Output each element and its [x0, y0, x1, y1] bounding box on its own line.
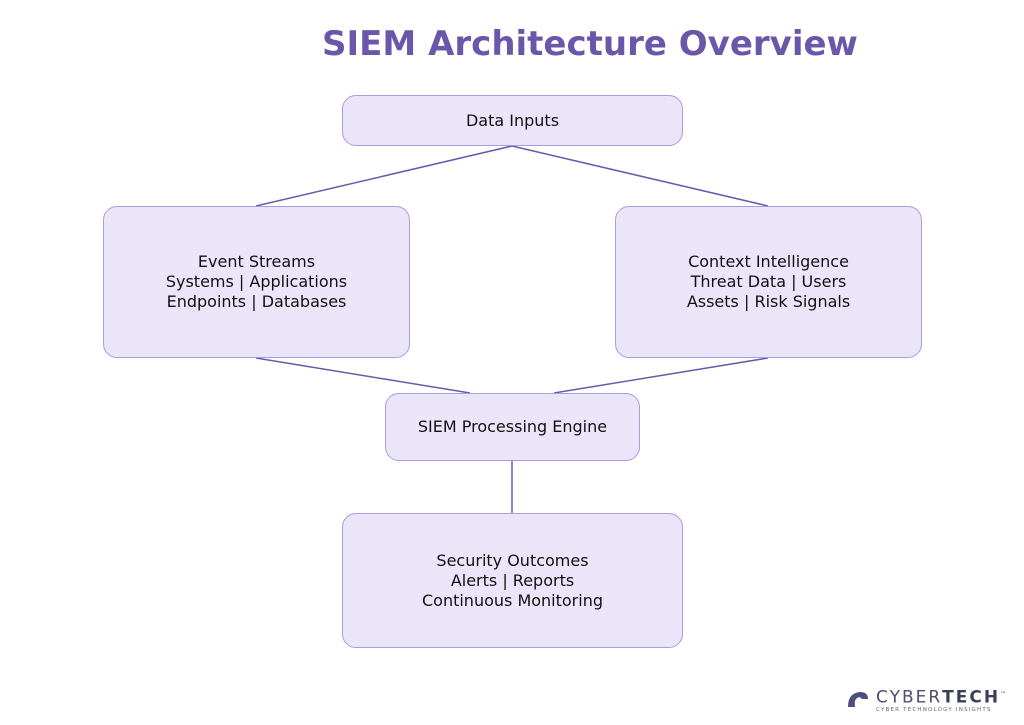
edge-context-engine	[553, 357, 769, 394]
cybertech-logo: CYBERTECH™ CYBER TECHNOLOGY INSIGHTS	[846, 686, 1008, 713]
node-label: Event Streams	[197, 252, 316, 271]
diagram-title: SIEM Architecture Overview	[322, 24, 858, 64]
logo-brand-b: TECH	[942, 687, 1001, 708]
logo-tagline: CYBER TECHNOLOGY INSIGHTS	[876, 706, 992, 713]
node-event-streams: Event Streams Systems | Applications End…	[103, 206, 410, 358]
node-label: Threat Data | Users	[690, 272, 847, 291]
logo-mark-icon	[848, 692, 868, 708]
edge-events-engine	[255, 357, 471, 394]
node-context-intelligence: Context Intelligence Threat Data | Users…	[615, 206, 922, 358]
node-label: Assets | Risk Signals	[686, 292, 851, 311]
node-label: Data Inputs	[465, 110, 560, 130]
node-label: Alerts | Reports	[450, 570, 575, 590]
node-processing-engine: SIEM Processing Engine	[385, 393, 640, 461]
edge-inputs-context	[511, 145, 769, 207]
node-label: Context Intelligence	[688, 252, 849, 271]
node-security-outcomes: Security Outcomes Alerts | Reports Conti…	[342, 513, 683, 648]
edge-inputs-events	[255, 145, 513, 207]
logo-brand-a: CYBER	[876, 687, 943, 708]
node-data-inputs: Data Inputs	[342, 95, 683, 146]
node-label: Endpoints | Databases	[166, 292, 347, 311]
logo-tm: ™	[1000, 691, 1009, 698]
node-label: Systems | Applications	[165, 272, 348, 291]
node-label: Security Outcomes	[436, 550, 589, 570]
node-label: Continuous Monitoring	[421, 590, 603, 610]
node-label: SIEM Processing Engine	[417, 417, 608, 436]
